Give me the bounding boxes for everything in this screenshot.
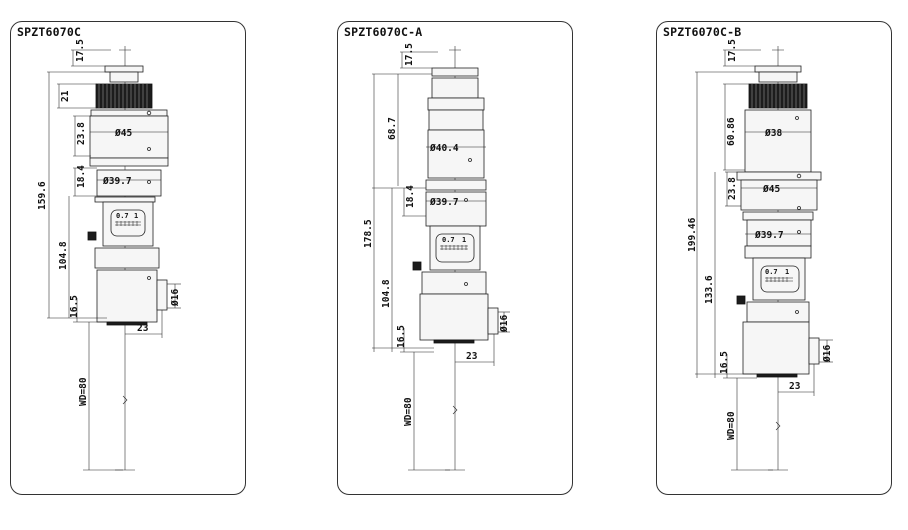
- objective-thread: [756, 373, 798, 378]
- upper-tube-ring: [428, 109, 484, 131]
- zoom-collar: [94, 196, 156, 203]
- axis-break-mark: [775, 421, 781, 431]
- dim-working-distance: WD=80: [403, 397, 414, 426]
- dim-total: 178.5: [363, 219, 374, 248]
- dia-callout-3: Ø39.7: [754, 230, 784, 241]
- dim-top: 17.5: [404, 43, 415, 66]
- dia-callout-1: Ø45: [114, 128, 132, 139]
- diagram-panel-spzt6070c-a: SPZT6070C-A 0.7 1: [337, 21, 573, 495]
- panel-title: SPZT6070C-A: [344, 25, 423, 39]
- dim-base: 16.5: [719, 351, 730, 374]
- axis-break-mark: [122, 395, 128, 405]
- top-adapter-ring: [104, 65, 144, 73]
- tube-collar: [89, 157, 169, 167]
- flange: [90, 109, 168, 117]
- objective-thread: [106, 321, 148, 326]
- dim-upper: 60.86: [726, 117, 737, 146]
- top-adapter: [109, 71, 139, 83]
- diagram-panel-spzt6070c-b: SPZT6070C-B 0.7 1: [656, 21, 892, 495]
- dim-lower: 104.8: [381, 279, 392, 308]
- scale-label-left: 0.7: [442, 236, 455, 244]
- coaxial-port: [156, 279, 168, 311]
- flange: [736, 171, 822, 181]
- upper-tube: [427, 129, 485, 179]
- objective-thread: [433, 339, 475, 344]
- dim-top: 17.5: [75, 39, 86, 62]
- coaxial-port: [808, 337, 820, 365]
- dim-working-distance: WD=80: [726, 411, 737, 440]
- lower-ring: [94, 247, 160, 269]
- dia-callout-2: Ø39.7: [429, 197, 459, 208]
- zoom-scale-window: [760, 265, 800, 293]
- scale-label-right: 1: [462, 236, 466, 244]
- mid-tube: [740, 179, 818, 211]
- scale-label-right: 1: [134, 212, 138, 220]
- lower-body: [742, 321, 810, 375]
- zoom-section: [425, 191, 487, 227]
- dia-callout-2: Ø45: [762, 184, 780, 195]
- dim-upper: 68.7: [387, 117, 398, 140]
- lower-body: [419, 293, 489, 341]
- tube-collar: [742, 211, 814, 221]
- zoom-scale-window: [110, 209, 146, 237]
- dia-port: Ø16: [170, 289, 181, 307]
- lower-ring: [421, 271, 487, 295]
- diagram-panel-spzt6070c: SPZT6070C 0.7 1: [10, 21, 246, 495]
- dim-port-offset: 23: [789, 381, 801, 392]
- dim-base: 16.5: [69, 295, 80, 318]
- dim-base: 16.5: [396, 325, 407, 348]
- dim-lower: 133.6: [704, 275, 715, 304]
- lower-ring: [746, 301, 810, 323]
- top-adapter-ring: [754, 65, 802, 73]
- focus-knurl-ring: [95, 83, 153, 109]
- lens-drawing: 0.7 1 17.5 60.86 23.8 199.46: [687, 39, 833, 471]
- dim-top: 17.5: [727, 39, 738, 62]
- scale-label-left: 0.7: [765, 268, 778, 276]
- zoom-knob: [87, 231, 97, 241]
- dia-callout-2: Ø39.7: [102, 176, 132, 187]
- coaxial-port: [487, 307, 499, 335]
- zoom-knob: [736, 295, 746, 305]
- dim-lower: 104.8: [58, 241, 69, 270]
- dia-port: Ø16: [822, 345, 833, 363]
- dim-port-offset: 23: [137, 323, 149, 334]
- dia-port: Ø16: [499, 315, 510, 333]
- top-adapter: [431, 77, 479, 99]
- dia-callout-1: Ø40.4: [429, 143, 459, 154]
- axis-break-mark: [452, 405, 458, 415]
- panel-title: SPZT6070C-B: [663, 25, 742, 39]
- scale-label-left: 0.7: [116, 212, 129, 220]
- upper-tube: [744, 109, 812, 173]
- dim-total: 159.6: [37, 181, 48, 210]
- dim-total: 199.46: [687, 217, 698, 252]
- lower-body: [96, 269, 158, 323]
- dim-knurl: 21: [60, 90, 71, 102]
- dim-section-2: 18.4: [405, 185, 416, 208]
- dim-section-1: 23.8: [727, 177, 738, 200]
- panel-title: SPZT6070C: [17, 25, 82, 39]
- top-adapter-ring: [431, 67, 479, 77]
- dim-section-2: 18.4: [76, 165, 87, 188]
- tube-collar: [425, 179, 487, 191]
- dia-callout-1: Ø38: [764, 128, 782, 139]
- dim-working-distance: WD=80: [78, 377, 89, 406]
- zoom-scale-window: [435, 233, 475, 263]
- zoom-collar: [744, 245, 812, 259]
- top-adapter: [758, 71, 798, 83]
- scale-label-right: 1: [785, 268, 789, 276]
- adapter-collar: [427, 97, 485, 111]
- dim-port-offset: 23: [466, 351, 478, 362]
- dim-section-1: 23.8: [76, 122, 87, 145]
- zoom-knob: [412, 261, 422, 271]
- lens-drawing: 0.7 1 17.5 68.7 18.4 178.5 104.8: [363, 43, 510, 471]
- focus-knurl-ring: [748, 83, 808, 109]
- lens-drawing: 0.7 1 17.5 21 23.8: [37, 39, 181, 471]
